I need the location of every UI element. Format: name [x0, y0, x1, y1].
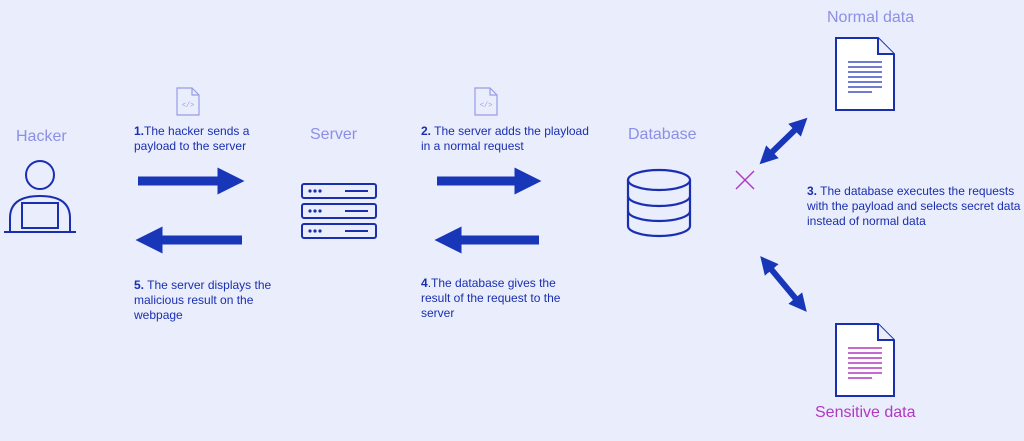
step-5-text: 5. The server displays the malicious res… [134, 278, 272, 322]
step-3-text: 3. The database executes the requests wi… [807, 184, 1021, 228]
code-file-icon: </> [176, 87, 200, 116]
arrow-database-sensitive-data [760, 256, 807, 312]
normal-data-label: Normal data [827, 9, 915, 26]
server-rack-icon [301, 183, 377, 239]
svg-text:</>: </> [182, 102, 195, 110]
step-2-text: 2. The server adds the playload in a nor… [421, 124, 589, 153]
hacker-laptop-icon [4, 160, 76, 233]
server-label: Server [310, 126, 358, 143]
svg-text:</>: </> [480, 102, 493, 110]
database-label: Database [628, 126, 697, 143]
step-1-text: 1.The hacker sends a payload to the serv… [134, 124, 250, 153]
cross-icon [735, 170, 755, 190]
document-icon [835, 323, 895, 397]
hacker-label: Hacker [16, 128, 67, 145]
step-4-text: 4.The database gives the result of the r… [421, 276, 561, 320]
arrow-database-normal-data [759, 117, 808, 165]
code-file-icon: </> [474, 87, 498, 116]
database-icon [626, 168, 692, 238]
document-icon [835, 37, 895, 111]
sensitive-data-label: Sensitive data [815, 404, 916, 421]
